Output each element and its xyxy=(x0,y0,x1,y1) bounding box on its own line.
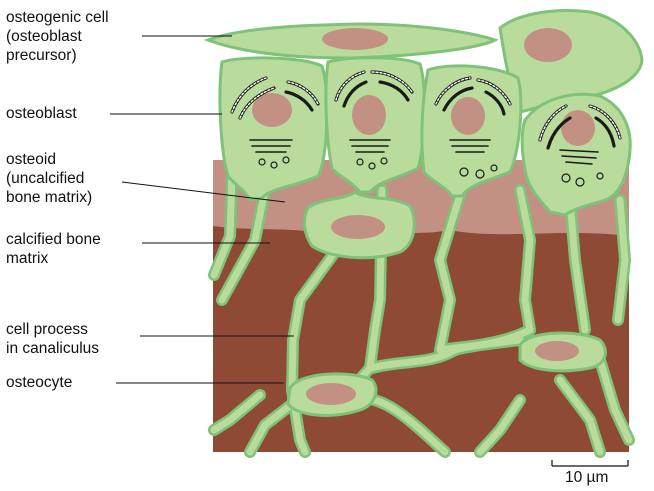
osteogenic-cell-left-nucleus xyxy=(322,28,388,50)
osteocyte-embedding-nucleus xyxy=(331,215,385,239)
osteocyte-main-nucleus xyxy=(306,383,356,405)
label-osteoid: osteoid (uncalcified bone matrix) xyxy=(6,150,92,207)
label-osteoblast: osteoblast xyxy=(6,104,77,123)
scale-bar-label: 10 µm xyxy=(565,469,608,487)
osteoblast-3-nucleus xyxy=(451,97,485,135)
osteoblast-1 xyxy=(220,58,327,200)
scale-bar xyxy=(552,460,628,466)
osteoblast-4-nucleus xyxy=(561,110,595,146)
label-calcified-bone-matrix: calcified bone matrix xyxy=(6,230,101,268)
osteogenic-cell-right-nucleus xyxy=(524,28,572,62)
osteoblast-2-nucleus xyxy=(352,95,386,135)
osteocyte-right-nucleus xyxy=(535,341,579,361)
label-cell-process: cell process in canaliculus xyxy=(6,320,99,358)
label-osteocyte: osteocyte xyxy=(6,373,72,392)
label-osteogenic-cell: osteogenic cell (osteoblast precursor) xyxy=(6,8,109,65)
